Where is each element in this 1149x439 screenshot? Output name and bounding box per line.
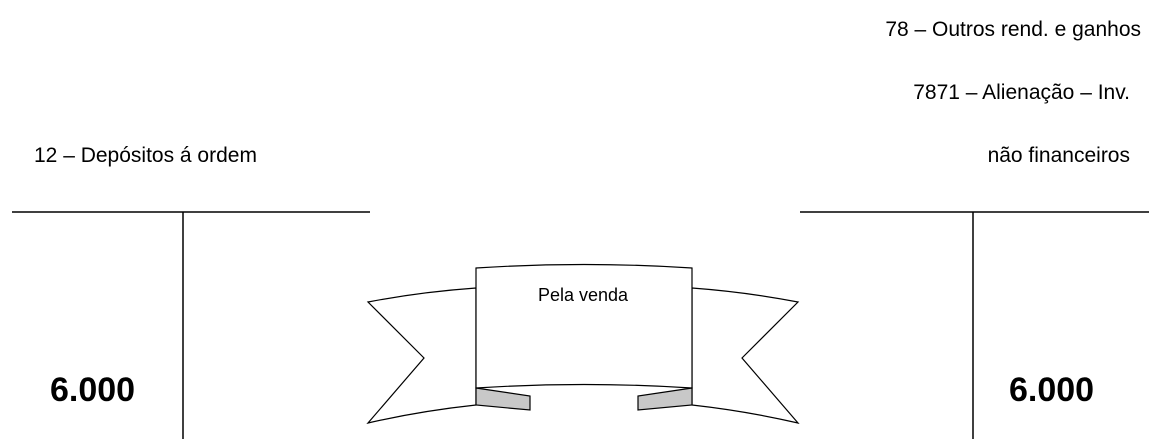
right-account-title-line-2: 7871 – Alienação – Inv. xyxy=(913,81,1130,104)
ribbon-banner xyxy=(366,263,800,424)
right-account-title-line-1: 78 – Outros rend. e ganhos xyxy=(885,18,1141,41)
ribbon-right-tail xyxy=(691,287,800,424)
ribbon-center-panel xyxy=(475,263,693,389)
ribbon-left-fold xyxy=(475,387,531,411)
ribbon-left-tail xyxy=(366,287,477,424)
right-account-title-line-3: não financeiros xyxy=(987,144,1130,167)
banner-label: Pela venda xyxy=(537,285,629,305)
right-account-debit-amount: 6.000 xyxy=(1009,371,1095,409)
left-account-debit-amount: 6.000 xyxy=(50,371,136,409)
ribbon-right-fold xyxy=(637,387,693,411)
left-account-title: 12 – Depósitos á ordem xyxy=(34,144,257,167)
